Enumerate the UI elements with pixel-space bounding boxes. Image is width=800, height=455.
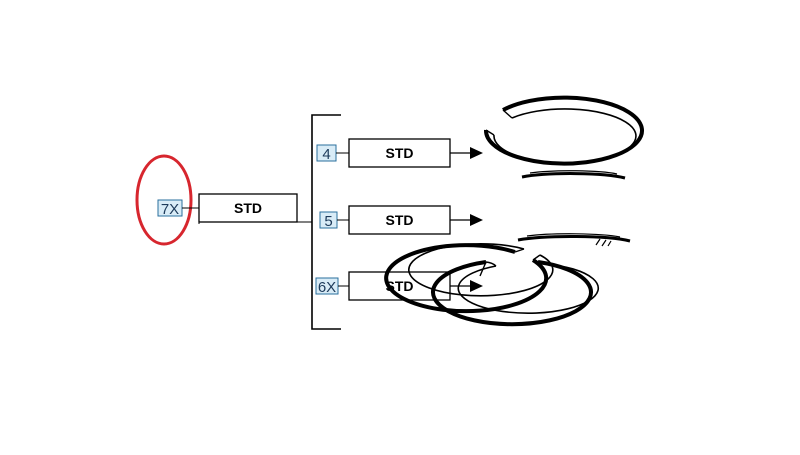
main-std-label: STD xyxy=(234,200,262,216)
std-box-5-label: STD xyxy=(386,212,414,228)
highlight-circle xyxy=(135,154,193,246)
branch-bracket xyxy=(311,114,341,330)
callout-6x-label: 6X xyxy=(318,279,336,296)
callout-4-label: 4 xyxy=(322,146,330,163)
arrow-5-head xyxy=(470,214,483,226)
branch-row-5: 5 STD xyxy=(319,205,483,235)
top-compression-ring-icon xyxy=(483,95,644,180)
callout-5[interactable]: 5 xyxy=(319,211,338,230)
std-box-4-label: STD xyxy=(386,145,414,161)
callout-4[interactable]: 4 xyxy=(316,144,337,163)
std-box-4[interactable]: STD xyxy=(348,138,451,168)
arrow-6x-head xyxy=(470,280,483,292)
arrow-4-head xyxy=(470,147,483,159)
main-std-box[interactable]: STD xyxy=(198,193,298,223)
second-compression-ring-icon xyxy=(384,233,631,314)
callout-6x[interactable]: 6X xyxy=(315,277,339,296)
oil-control-ring-icon xyxy=(431,260,600,327)
main-callout[interactable]: 7X xyxy=(157,199,183,218)
std-box-5[interactable]: STD xyxy=(348,205,451,235)
main-callout-label: 7X xyxy=(161,201,179,218)
callout-5-label: 5 xyxy=(324,213,332,230)
branch-row-4: 4 STD xyxy=(316,138,483,168)
